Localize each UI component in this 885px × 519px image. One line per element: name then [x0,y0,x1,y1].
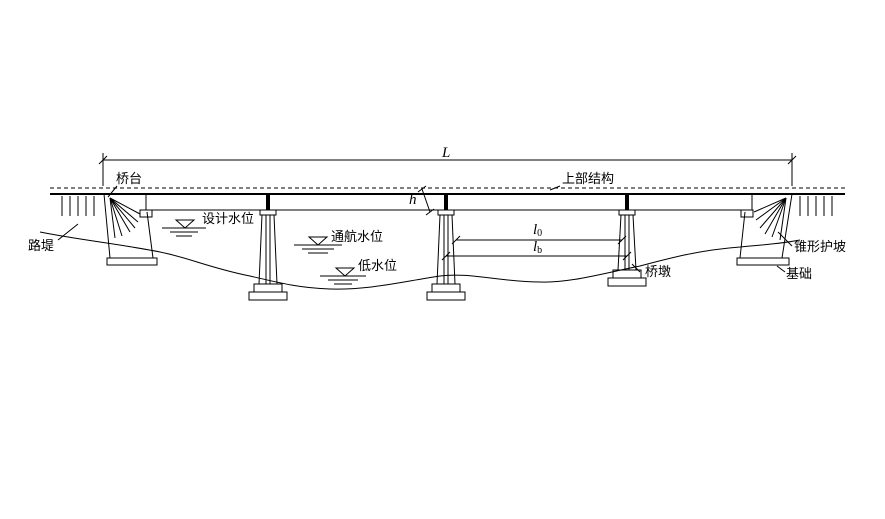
superstructure [50,187,845,211]
navigable-water-level-label: 通航水位 [331,229,383,245]
design-water-level: 设计水位 [162,212,254,237]
cone-slope-label: 锥形护坡 [794,240,846,255]
low-water-level-label: 低水位 [358,259,397,274]
clear-span-dimension: l0 [451,222,627,245]
pier-label: 桥墩 [645,265,671,280]
embankment-label: 路堤 [28,238,54,254]
span-dimension: L [98,145,797,186]
svg-text:lb: lb [533,239,542,256]
clear-span-sub: 0 [537,228,542,239]
pier-2 [426,209,466,301]
pier-3 [607,209,647,287]
abutment-label: 桥台 [116,172,142,187]
riverbed-profile [39,231,801,290]
calc-span-sub: b [537,245,542,256]
span-label: L [441,145,450,161]
calc-span-letter: l [533,239,537,255]
left-abutment [61,193,158,266]
low-water-level: 低水位 [320,259,397,285]
design-water-level-label: 设计水位 [202,212,254,227]
calc-span-dimension: lb [441,239,632,261]
clear-span-letter: l [533,222,537,238]
pier-1 [248,209,288,301]
foundation-label: 基础 [786,267,812,282]
height-symbol: h [409,192,417,208]
superstructure-label: 上部结构 [562,172,614,187]
right-abutment [736,193,833,266]
navigable-water-level: 通航水位 [294,229,383,254]
svg-text:l0: l0 [533,222,542,239]
height-marker: h [409,185,435,216]
leaders [57,185,793,273]
